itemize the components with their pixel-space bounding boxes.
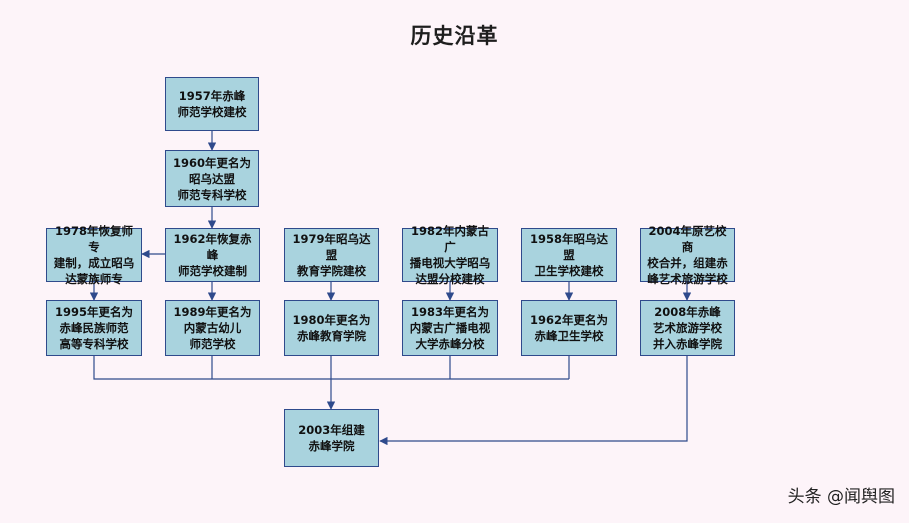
node-1958-founding: 1958年昭乌达盟 卫生学校建校 bbox=[521, 228, 617, 282]
node-1982-founding: 1982年内蒙古广 播电视大学昭乌 达盟分校建校 bbox=[402, 224, 498, 286]
node-1979-founding: 1979年昭乌达盟 教育学院建校 bbox=[284, 228, 379, 282]
node-1995-renamed: 1995年更名为 赤峰民族师范 高等专科学校 bbox=[46, 300, 142, 356]
node-1989-renamed: 1989年更名为 内蒙古幼儿 师范学校 bbox=[165, 300, 260, 356]
node-2004-merger: 2004年原艺校商 校合并，组建赤 峰艺术旅游学校 bbox=[640, 224, 735, 286]
watermark-text: 头条 @闻舆图 bbox=[787, 487, 895, 507]
node-1983-renamed: 1983年更名为 内蒙古广播电视 大学赤峰分校 bbox=[402, 300, 498, 356]
arrow-2008-to-2003 bbox=[379, 356, 688, 446]
node-1960-renamed: 1960年更名为 昭乌达盟 师范专科学校 bbox=[165, 150, 259, 207]
node-1957-founding: 1957年赤峰 师范学校建校 bbox=[165, 77, 259, 131]
diagram-title: 历史沿革 bbox=[410, 24, 499, 48]
merge-line bbox=[93, 356, 570, 380]
node-1962-restore: 1962年恢复赤峰 师范学校建制 bbox=[165, 228, 260, 282]
node-2008-merged: 2008年赤峰 艺术旅游学校 并入赤峰学院 bbox=[640, 300, 735, 356]
node-1962-renamed: 1962年更名为 赤峰卫生学校 bbox=[521, 300, 617, 356]
node-1978-restore: 1978年恢复师专 建制，成立昭乌 达蒙族师专 bbox=[46, 224, 142, 286]
node-1980-renamed: 1980年更名为 赤峰教育学院 bbox=[284, 300, 379, 356]
node-2003-established: 2003年组建 赤峰学院 bbox=[284, 409, 379, 467]
